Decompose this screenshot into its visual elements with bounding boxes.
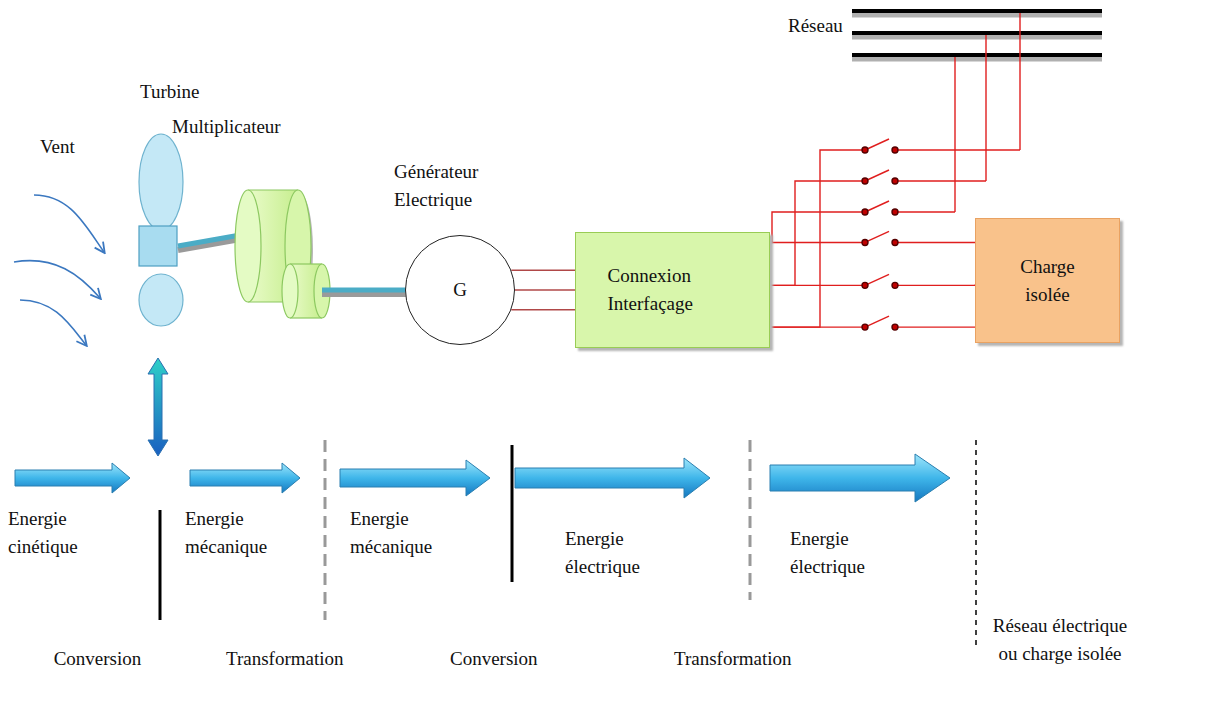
destination-label: Réseau électrique ou charge isolée — [985, 612, 1135, 667]
energy-label: Energie mécanique — [350, 505, 450, 560]
part-label: Turbine — [140, 78, 240, 106]
wind-arrows — [14, 195, 104, 345]
stage-separators — [160, 440, 976, 650]
grid-label: Réseau — [788, 12, 850, 40]
part-label: Multiplicateur — [172, 113, 322, 141]
node-text: Connexion Interfaçage — [608, 262, 738, 317]
turbine-rotor — [139, 134, 183, 326]
grid-busbars — [852, 11, 1102, 59]
energy-label: Energie électrique — [565, 525, 661, 580]
stage-label: Transformation — [226, 645, 366, 673]
load-box: Charge isolée — [975, 218, 1120, 343]
gearbox — [235, 190, 330, 318]
energy-label: Energie cinétique — [8, 505, 100, 560]
wind-label: Vent — [40, 133, 110, 161]
energy-label: Energie mécanique — [185, 505, 285, 560]
interface-box: Connexion Interfaçage — [575, 232, 770, 348]
stage-label: Transformation — [674, 645, 814, 673]
node-text: Charge isolée — [1008, 253, 1088, 308]
energy-label: Energie électrique — [790, 525, 886, 580]
node-text: G — [453, 276, 467, 304]
energy-flow-arrows — [15, 454, 950, 502]
component-heading: Générateur Electrique — [394, 158, 528, 213]
generator-circle: Générateur ElectriqueG — [405, 235, 515, 345]
stage-label: Conversion — [40, 645, 155, 673]
switched-three-phase-wires — [770, 231, 975, 330]
stage-label: Conversion — [450, 645, 565, 673]
three-phase-wires — [511, 270, 575, 310]
bidirectional-arrow — [148, 358, 168, 456]
shaft — [322, 290, 406, 294]
